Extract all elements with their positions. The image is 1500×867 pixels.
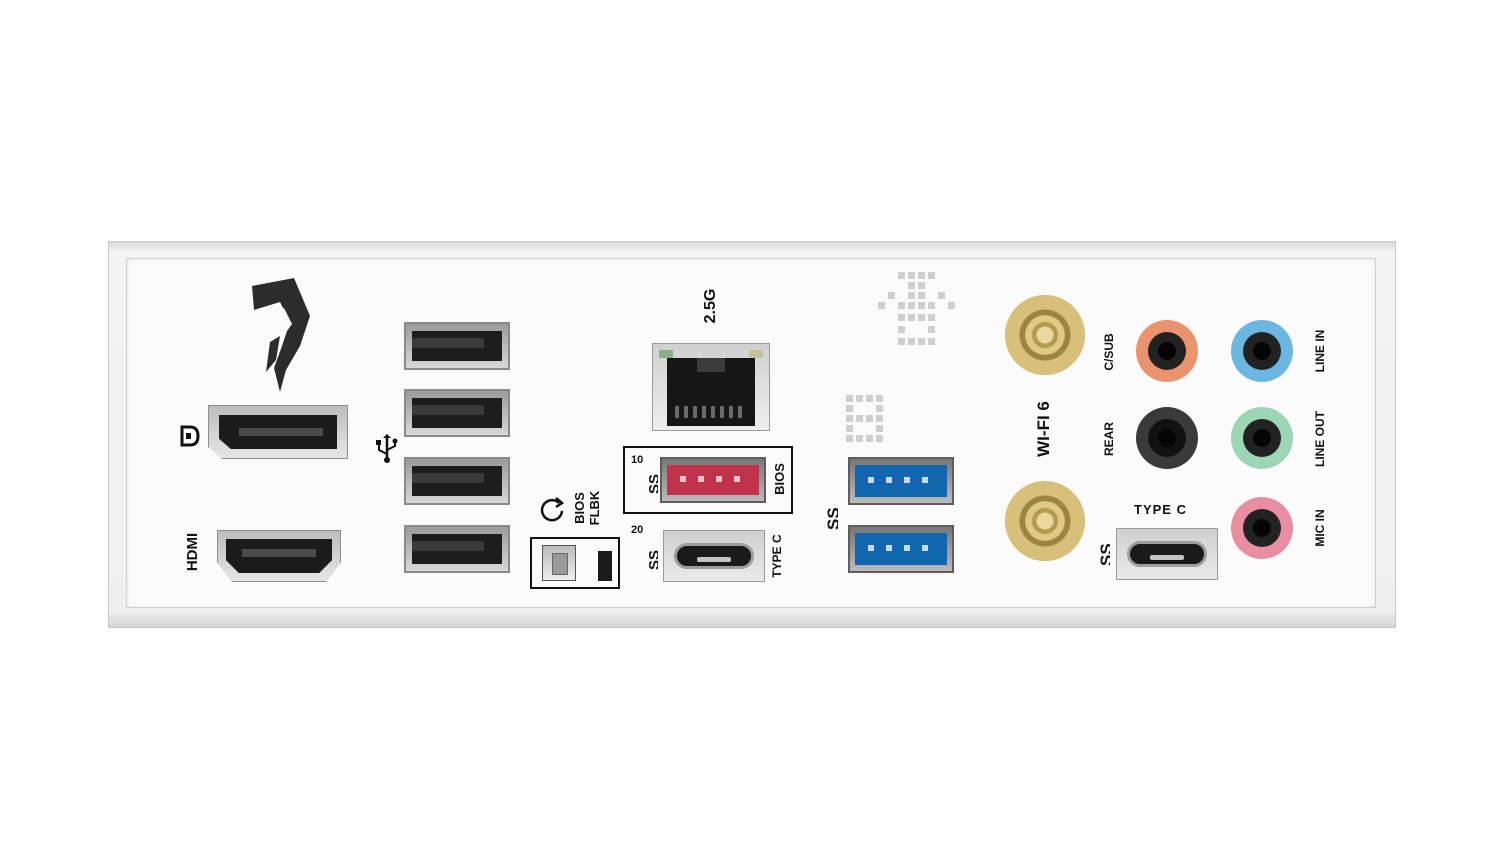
- usb3-port-2[interactable]: [848, 525, 954, 573]
- hdmi-port[interactable]: [217, 530, 341, 582]
- audio-jack-line-out[interactable]: [1231, 407, 1293, 469]
- audio-jack-mic-in[interactable]: [1231, 497, 1293, 559]
- bios-flashback-frame: [530, 537, 620, 589]
- superspeed-icon: SS: [1097, 543, 1110, 566]
- usb-c-20g-port[interactable]: [663, 530, 765, 582]
- line-out-label: LINE OUT: [1313, 411, 1327, 467]
- audio-jack-c-sub[interactable]: [1136, 320, 1198, 382]
- rog-logo-icon: [252, 278, 310, 392]
- rear-label: REAR: [1102, 422, 1116, 457]
- type-c-mid-label: TYPE C: [770, 534, 784, 578]
- wifi-antenna-1[interactable]: [1005, 295, 1085, 375]
- lan-led-right: [749, 350, 763, 358]
- svg-text:SS: SS: [824, 507, 838, 530]
- lan-speed-label: 2.5G: [702, 288, 719, 324]
- hdmi-label: HDMI: [184, 532, 201, 572]
- audio-jack-rear[interactable]: [1136, 407, 1198, 469]
- bios-usb-frame: [623, 446, 793, 514]
- audio-jack-line-in[interactable]: [1231, 320, 1293, 382]
- refresh-icon: [540, 497, 565, 522]
- ss10-label: 10: [631, 454, 644, 466]
- lan-led-left: [659, 350, 673, 358]
- svg-text:SS: SS: [1097, 543, 1110, 566]
- bios-label: BIOS: [572, 492, 587, 524]
- bios-flashback-led: [598, 551, 612, 581]
- type-c-right-label: TYPE C: [1134, 502, 1187, 517]
- c-sub-label: C/SUB: [1102, 333, 1116, 371]
- usb2-port-3[interactable]: [404, 457, 510, 505]
- superspeed-icon: SS: [646, 550, 658, 570]
- wifi-antenna-2[interactable]: [1005, 481, 1085, 561]
- mic-in-label: MIC IN: [1313, 509, 1327, 547]
- usb3-port-1[interactable]: [848, 457, 954, 505]
- usb-bios-port[interactable]: [660, 457, 766, 503]
- lan-port[interactable]: [652, 343, 770, 431]
- superspeed-icon: SS: [646, 474, 658, 494]
- usb2-port-4[interactable]: [404, 525, 510, 573]
- usb-icon: [376, 434, 398, 463]
- svg-text:SS: SS: [646, 550, 658, 570]
- pixel-mascot-icon: [878, 272, 958, 358]
- bios-port-label: BIOS: [772, 463, 787, 495]
- flbk-label: FLBK: [587, 490, 602, 526]
- usb2-port-2[interactable]: [404, 389, 510, 437]
- superspeed-icon: SS: [824, 507, 838, 530]
- usb2-port-1[interactable]: [404, 322, 510, 370]
- ss20-label: 20: [631, 524, 644, 536]
- displayport-port[interactable]: [208, 405, 348, 459]
- usb-c-right-port[interactable]: [1116, 528, 1218, 580]
- svg-text:SS: SS: [646, 474, 658, 494]
- displayport-icon: [180, 425, 200, 447]
- pixel-block-icon: [846, 395, 890, 445]
- wifi-label: WI-FI 6: [1034, 401, 1053, 457]
- line-in-label: LINE IN: [1313, 329, 1327, 373]
- bios-flashback-button[interactable]: [542, 545, 576, 581]
